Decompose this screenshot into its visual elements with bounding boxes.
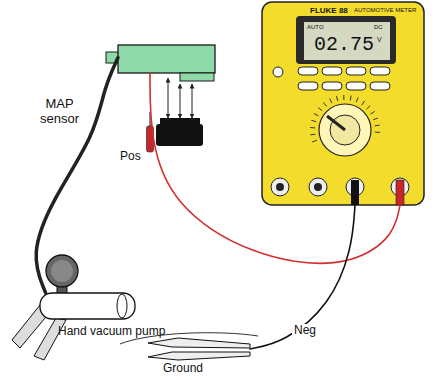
dial-tick	[375, 132, 380, 133]
map-sensor-drawing	[106, 45, 215, 152]
sensor-label: MAP sensor	[32, 97, 87, 127]
dial-tick	[330, 99, 332, 103]
wire-label: Pos	[118, 150, 143, 164]
sensor-box: MAP sensor	[118, 45, 215, 73]
dial-tick	[373, 118, 378, 120]
dial-tick	[375, 125, 380, 127]
sensor-socket	[180, 73, 214, 81]
dial-tick	[370, 111, 374, 114]
connector-top	[160, 118, 200, 125]
dial-tick	[310, 127, 315, 128]
knob-pointer	[327, 116, 345, 130]
dial-tick	[367, 106, 371, 109]
input-jack	[309, 178, 327, 196]
red-test-lead	[150, 73, 400, 263]
ground-clip: Ground	[145, 338, 250, 360]
model-label: AUTOMOTIVE METER	[354, 7, 416, 14]
button	[370, 82, 390, 90]
button	[298, 82, 318, 90]
pump-label: Hand vacuum pump	[58, 325, 165, 339]
vacuum-gauge	[46, 255, 78, 287]
multimeter-body	[262, 2, 424, 205]
dial-tick	[310, 134, 315, 136]
input-jack-hole	[276, 183, 284, 191]
pump-cylinder	[40, 293, 135, 319]
vacuum-pump-drawing	[12, 255, 135, 360]
vacuum-pump: Hand vacuum pump	[40, 293, 135, 319]
power-button	[273, 67, 283, 77]
rotary-knob	[319, 104, 371, 156]
pump-end-cap	[117, 294, 127, 318]
button	[298, 67, 318, 75]
dial-tick	[337, 96, 338, 101]
red-plug	[396, 180, 404, 205]
button	[346, 67, 366, 75]
multimeter: FLUKE 88 AUTOMOTIVE METER AUTO 02.75V DC	[262, 2, 424, 205]
button	[346, 82, 366, 90]
unit-symbol: V	[377, 36, 382, 44]
gauge-face	[51, 260, 73, 282]
display-bezel	[296, 16, 396, 64]
black-plug	[351, 180, 359, 205]
mode-indicator: DC	[374, 24, 383, 31]
dial-tick	[311, 120, 316, 121]
dial-tick	[343, 95, 344, 100]
wire-label: Neg	[292, 324, 318, 338]
ground-label: Ground	[163, 362, 203, 376]
pin-lead	[192, 84, 193, 118]
clip-upper-jaw	[148, 338, 250, 348]
sensor-housing	[118, 45, 215, 73]
wiring-connector	[156, 124, 203, 146]
pin-lead	[168, 78, 169, 118]
dial-tick	[312, 140, 317, 142]
mode-indicator: AUTO	[307, 24, 324, 31]
black-test-lead	[250, 205, 355, 349]
reading-digits: 02.75	[314, 33, 374, 56]
button	[322, 82, 342, 90]
button	[370, 67, 390, 75]
dial-tick	[318, 108, 322, 111]
vacuum-hose	[36, 58, 118, 293]
pin-lead	[180, 84, 181, 118]
meter-display: AUTO 02.75V DC	[304, 22, 390, 60]
meter-case	[262, 2, 424, 205]
input-jack-hole	[314, 183, 322, 191]
dial-tick	[362, 101, 365, 105]
button	[322, 67, 342, 75]
dial-tick	[323, 102, 326, 106]
dial-tick	[314, 114, 318, 116]
clip-lower-jaw	[148, 352, 250, 360]
dial-tick	[350, 96, 352, 101]
brand-label: FLUKE 88	[310, 6, 348, 15]
dial-tick	[356, 98, 358, 103]
input-jack	[271, 178, 289, 196]
